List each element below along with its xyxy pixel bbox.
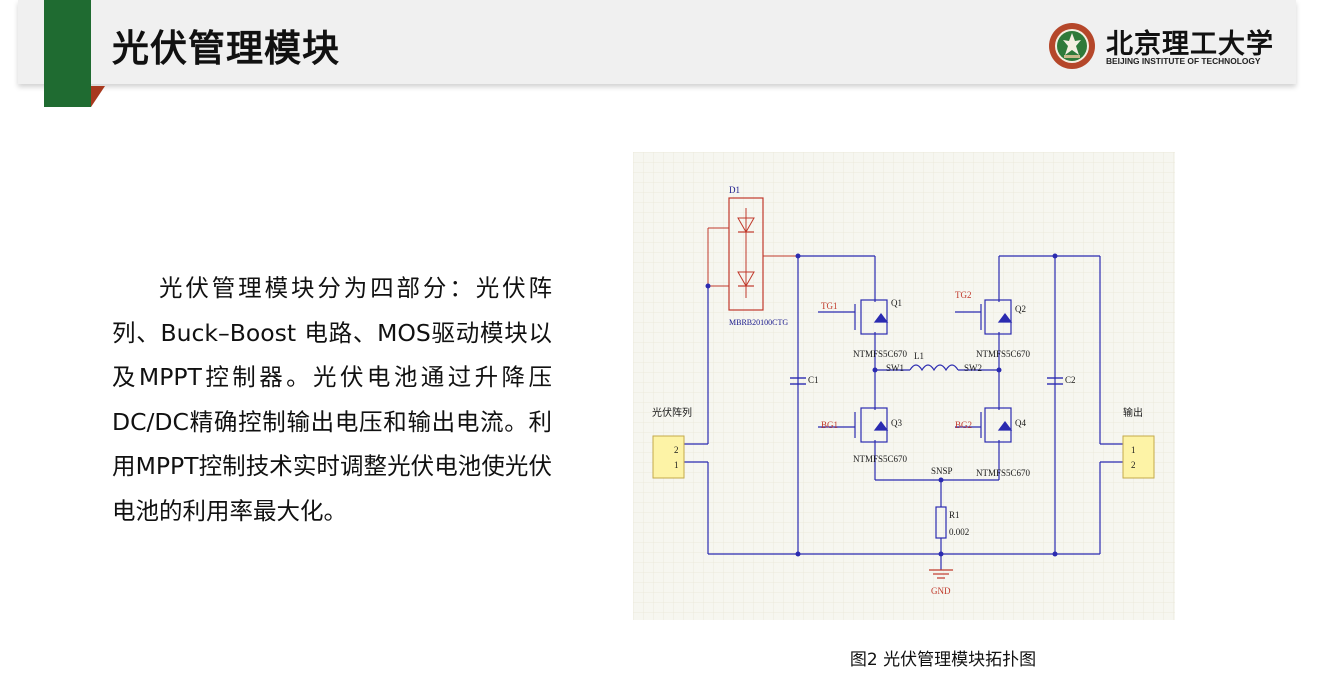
description-paragraph: 光伏管理模块分为四部分：光伏阵列、Buck–Boost 电路、MOS驱动模块以及… [112, 274, 552, 525]
q1-part-label: NTMFS5C670 [853, 349, 908, 359]
q4-label: Q4 [1015, 418, 1026, 428]
input-pin-2: 2 [674, 445, 679, 455]
university-name-en: BEIJING INSTITUTE OF TECHNOLOGY [1106, 56, 1261, 66]
cap2-label: C2 [1065, 375, 1076, 385]
output-label: 输出 [1123, 406, 1143, 419]
q2-part-label: NTMFS5C670 [976, 349, 1031, 359]
resistor-r1 [935, 506, 947, 539]
ground-symbol [929, 569, 953, 579]
mosfet-symbols [854, 299, 1013, 443]
q1-label: Q1 [891, 298, 902, 308]
university-emblem-icon [1049, 23, 1095, 69]
page-title: 光伏管理模块 [112, 27, 340, 70]
university-name-cn: 北京理工大学 [1106, 29, 1274, 60]
q4-part-label: NTMFS5C670 [976, 468, 1031, 478]
title-accent-tab [44, 0, 91, 107]
cap1-label: C1 [808, 375, 819, 385]
title-accent-fold [91, 86, 105, 107]
bg2-label: BG2 [955, 420, 972, 430]
input-array-label: 光伏阵列 [652, 406, 692, 419]
diode-part-label: MBRB20100CTG [729, 318, 788, 327]
output-pin-1: 1 [1131, 445, 1136, 455]
snsp-label: SNSP [931, 466, 953, 476]
q3-label: Q3 [891, 418, 902, 428]
input-pin-1: 1 [674, 460, 679, 470]
gnd-label: GND [931, 586, 951, 596]
diode-d1: D1 MBRB20100CTG [707, 185, 798, 327]
diode-ref-label: D1 [729, 185, 740, 195]
resistor-value-label: 0.002 [949, 527, 969, 537]
input-connector [652, 435, 685, 479]
tg1-label: TG1 [821, 301, 838, 311]
university-logo: 北京理工大学 BEIJING INSTITUTE OF TECHNOLOGY [1048, 20, 1278, 72]
resistor-ref-label: R1 [949, 510, 960, 520]
inductor-l1: L1 [909, 351, 959, 372]
q3-part-label: NTMFS5C670 [853, 454, 908, 464]
sw2-label: SW2 [964, 363, 982, 373]
tg2-label: TG2 [955, 290, 972, 300]
bg1-label: BG1 [821, 420, 838, 430]
capacitors [790, 377, 1063, 385]
inductor-label: L1 [914, 351, 924, 361]
output-pin-2: 2 [1131, 460, 1136, 470]
q2-label: Q2 [1015, 304, 1026, 314]
output-connector [1122, 435, 1155, 479]
junction-dots [705, 253, 1058, 557]
figure-caption: 图2 光伏管理模块拓扑图 [849, 650, 1037, 670]
circuit-schematic: D1 MBRB20100CTG [633, 152, 1175, 620]
sw1-label: SW1 [886, 363, 904, 373]
